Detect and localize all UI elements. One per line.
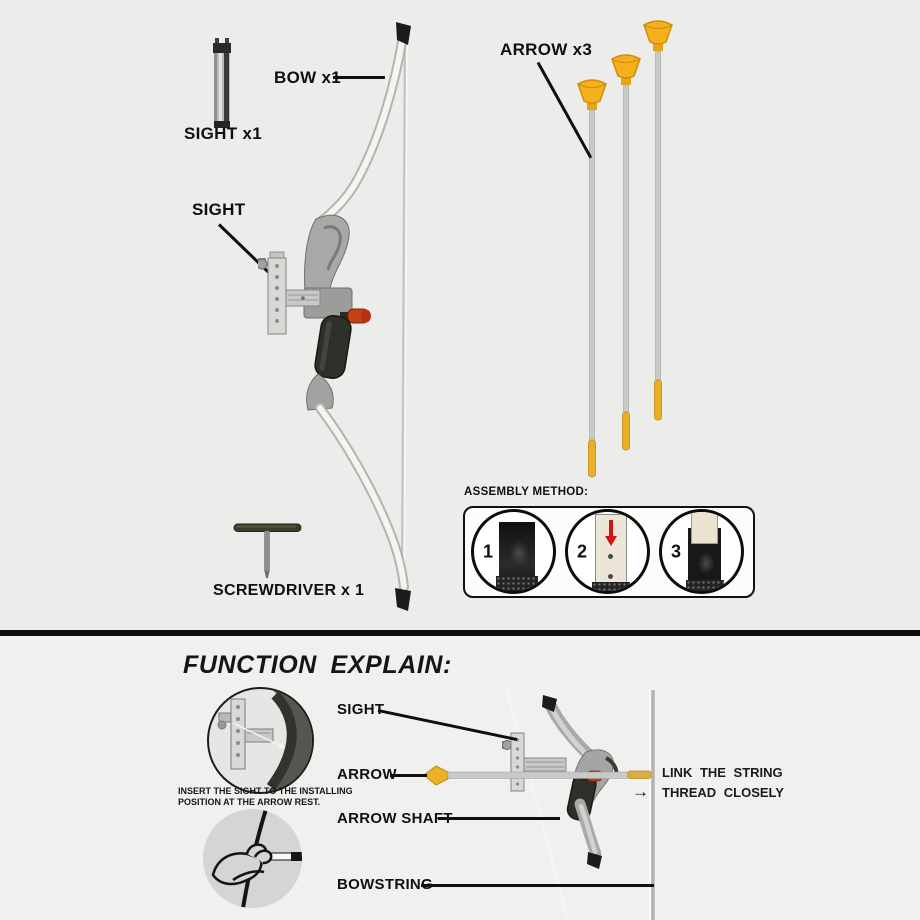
arrow-3: [643, 20, 673, 421]
bow-leader-line: [333, 76, 385, 79]
sight-closeup-image: [217, 689, 312, 792]
function-explain-title: FUNCTION EXPLAIN:: [183, 651, 452, 679]
arrow-shaft-leader: [438, 817, 560, 820]
bow-count-label: BOW x1: [274, 68, 341, 87]
step-2-hole: [608, 554, 613, 559]
insert-note-line2: POSITION AT THE ARROW REST.: [178, 796, 321, 807]
assembly-step-2: 2: [565, 509, 650, 594]
right-arrow-icon: →: [632, 782, 649, 801]
step-3-riser-image: [691, 512, 718, 544]
link-note-line2: THREAD CLOSELY: [662, 785, 784, 800]
arrow-2: [611, 54, 641, 451]
down-arrow-head-icon: [604, 536, 617, 546]
screwdriver-count-label: SCREWDRIVER x 1: [213, 582, 365, 599]
sight-part-illustration: [213, 38, 231, 128]
arrows-count-label: ARROW x3: [500, 40, 593, 59]
arrows-illustration: [577, 20, 673, 478]
step-1-speckle: [496, 576, 538, 591]
step-number: 1: [483, 541, 494, 561]
assembly-step-3: 3: [659, 509, 744, 594]
function-bow-illustration: [423, 688, 655, 920]
step-2-speckle: [592, 582, 630, 591]
step-number: 3: [671, 541, 682, 561]
insert-note: INSERT THE SIGHT TO THE INSTALLING POSIT…: [178, 786, 353, 807]
step-3-speckle: [686, 580, 724, 591]
step-2-hole: [608, 574, 613, 579]
sight-part-count-label: SIGHT x1: [184, 124, 262, 143]
step-number: 2: [577, 541, 588, 561]
down-arrow-icon: [609, 520, 613, 536]
hand-grip-inset: [203, 809, 302, 908]
arrow-label: ARROW: [337, 766, 397, 783]
sight-pointer-label: SIGHT: [192, 200, 246, 219]
section-divider: [0, 630, 920, 636]
insert-note-line1: INSERT THE SIGHT TO THE INSTALLING: [178, 786, 353, 796]
bow-illustration: [258, 22, 411, 611]
arrow-1: [577, 79, 607, 478]
bowstring-label: BOWSTRING: [337, 876, 434, 893]
screwdriver-illustration: [233, 523, 302, 578]
hand-grip-icon: [211, 809, 302, 908]
link-note-line1: LINK THE STRING: [662, 765, 783, 780]
sight-label: SIGHT: [337, 701, 385, 718]
bowstring-leader: [421, 884, 654, 887]
assembly-method-title: ASSEMBLY METHOD:: [464, 486, 589, 498]
nocked-arrow: [423, 765, 652, 786]
arrow-function-leader: [390, 774, 427, 777]
arrow-shaft-label: ARROW SHAFT: [337, 810, 453, 827]
sight-closeup-inset: [207, 687, 314, 794]
assembly-step-1: 1: [471, 509, 556, 594]
